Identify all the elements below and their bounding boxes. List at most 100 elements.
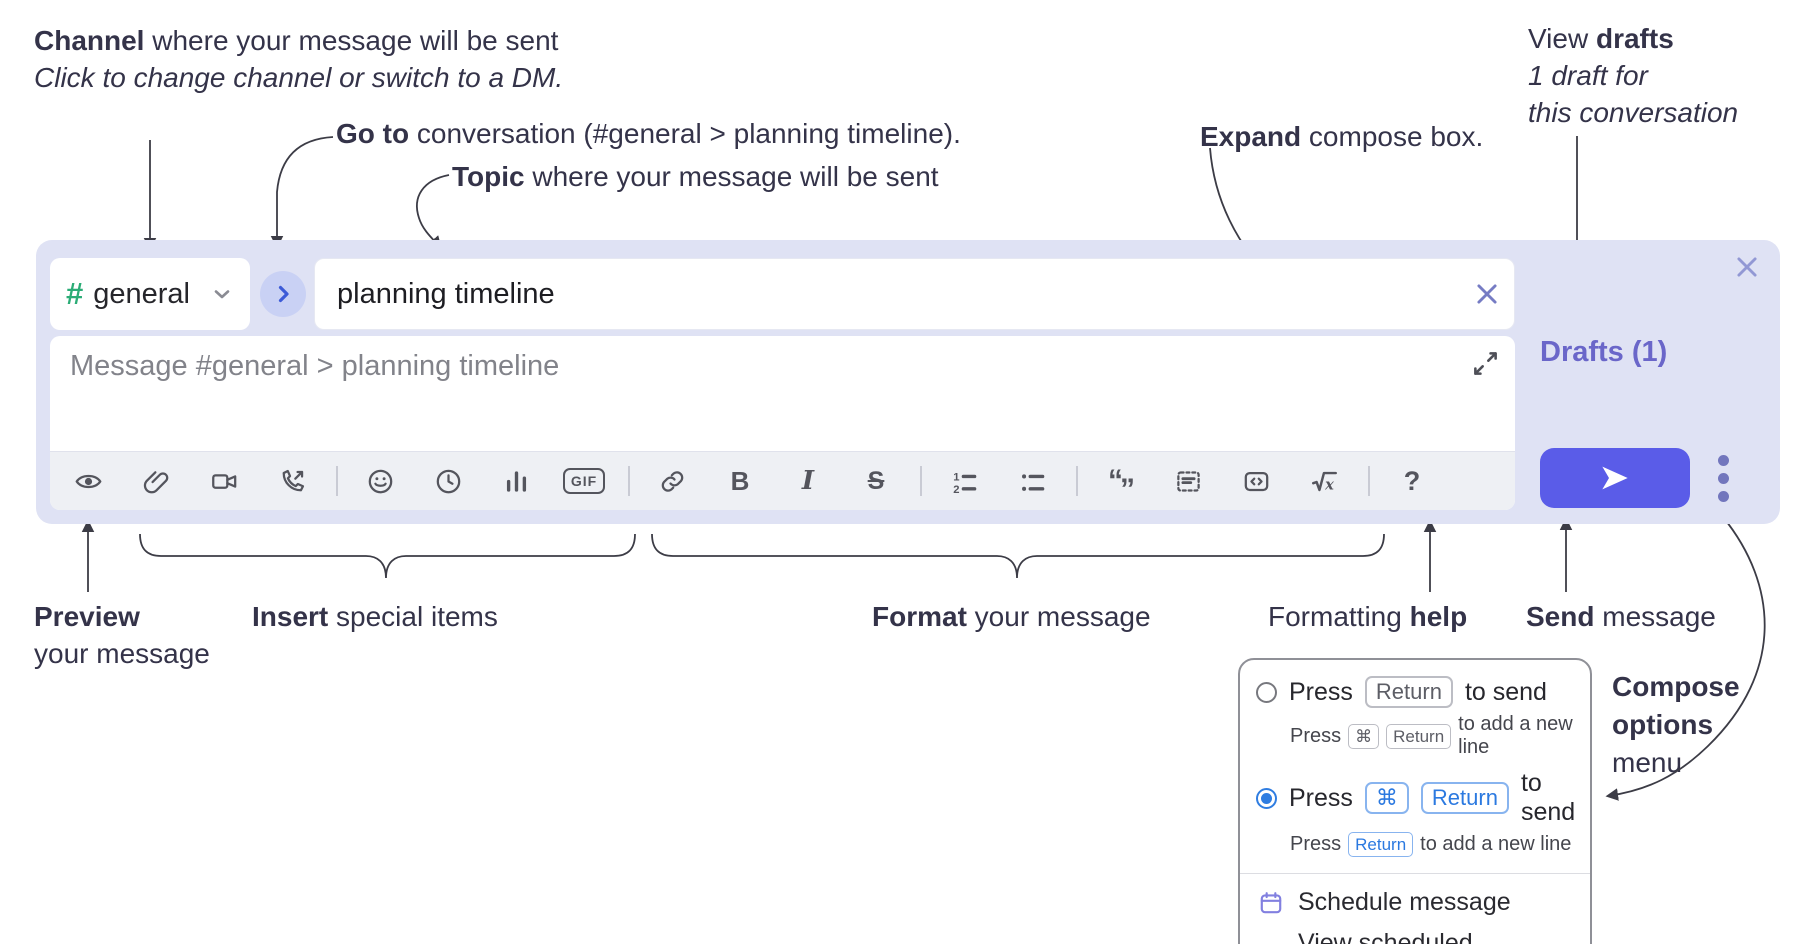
clear-topic-button[interactable] (1468, 275, 1506, 313)
annotation-send: Send message (1526, 601, 1716, 632)
annotation-channel-bold: Channel (34, 25, 145, 56)
cmd-keycap: ⌘ (1348, 723, 1380, 749)
annotation-preview: Preview your message (34, 601, 210, 669)
bar-chart-icon (506, 470, 526, 492)
svg-text:2: 2 (953, 483, 959, 494)
link-icon (661, 470, 683, 492)
menu-item-view-scheduled[interactable]: View scheduled messages (1298, 929, 1473, 944)
annotation-format: Format your message (872, 601, 1151, 632)
attach-file-button[interactable] (128, 459, 184, 503)
quote-open-icon: “ (1108, 464, 1123, 497)
toolbar-divider (1076, 466, 1078, 496)
bold-button[interactable]: B (712, 459, 768, 503)
annotation-channel-sub: Click to change channel or switch to a D… (34, 62, 564, 93)
code-block-icon (1176, 470, 1200, 492)
message-placeholder: Message #general > planning timeline (70, 350, 560, 382)
bullet-list-button[interactable] (1004, 459, 1060, 503)
compose-left-column: # general Message #general > (50, 258, 1515, 510)
kebab-dot (1718, 490, 1729, 502)
inline-code-button[interactable] (1228, 459, 1284, 503)
annotation-goto: Go to conversation (#general > planning … (336, 118, 961, 149)
annotation-formatting-help: Formatting help (1268, 601, 1468, 632)
quote-close-icon: ” (1120, 473, 1135, 506)
send-option-cmd-return[interactable]: Press ⌘ Return to send (1240, 767, 1590, 829)
compose-options-menu: Press Return to send Press ⌘ Return to a… (1238, 658, 1592, 944)
phone-outgoing-icon (282, 469, 304, 491)
svg-text:x: x (1324, 476, 1334, 493)
compose-right-column: Drafts (1) (1515, 240, 1780, 524)
annotation-channel: Channel where your message will be sent … (34, 22, 563, 96)
brace-insert (139, 533, 636, 579)
kebab-dot (1718, 472, 1729, 484)
clock-icon (436, 469, 460, 493)
annotation-view-drafts: View drafts 1 draft for this conversatio… (1528, 23, 1739, 128)
blockquote-button[interactable]: “” (1092, 459, 1148, 506)
italic-icon: I (801, 466, 815, 496)
close-icon (1737, 257, 1757, 277)
toolbar-divider (336, 466, 338, 496)
strikethrough-button[interactable]: S (848, 459, 904, 503)
expand-compose-button[interactable] (1468, 346, 1503, 381)
code-block-button[interactable] (1160, 459, 1216, 503)
channel-hash-icon: # (66, 276, 84, 311)
expand-icon (1474, 352, 1497, 375)
eye-icon (75, 474, 101, 488)
topic-input[interactable] (335, 276, 1468, 312)
code-icon (1244, 471, 1268, 491)
toolbar-divider (1368, 466, 1370, 496)
send-button[interactable] (1540, 448, 1690, 508)
message-editor[interactable]: Message #general > planning timeline (50, 336, 1515, 510)
send-option-cmd-return-sub: Press Return to add a new line (1290, 832, 1572, 857)
bullet-list-icon (1021, 473, 1044, 491)
return-keycap: Return (1386, 723, 1452, 749)
annotation-topic: Topic where your message will be sent (452, 161, 939, 192)
strikethrough-icon: S (867, 466, 885, 495)
menu-item-schedule-message[interactable]: Schedule message (1240, 882, 1590, 923)
paperclip-icon (143, 470, 168, 493)
close-icon (1477, 284, 1497, 304)
kebab-dot (1718, 454, 1729, 466)
question-mark-icon: ? (1403, 465, 1421, 496)
formatting-toolbar: GIF B I S 1 (50, 451, 1515, 510)
gif-icon: GIF (562, 468, 606, 494)
annotation-compose-options: Compose options menu (1612, 671, 1740, 778)
channel-name: general (93, 277, 190, 310)
send-option-return[interactable]: Press Return to send (1240, 674, 1590, 710)
formatting-help-button[interactable]: ? (1384, 459, 1440, 503)
formula-button[interactable]: x (1296, 459, 1352, 503)
gif-button[interactable]: GIF (556, 459, 612, 503)
italic-button[interactable]: I (780, 459, 836, 503)
radio-unselected-icon[interactable] (1256, 681, 1277, 703)
menu-divider (1240, 873, 1590, 874)
channel-selector[interactable]: # general (50, 258, 250, 330)
compose-box: # general Message #general > (36, 240, 1780, 524)
send-plane-icon (1602, 466, 1628, 490)
link-button[interactable] (644, 459, 700, 503)
send-option-return-sub: Press ⌘ Return to add a new line (1290, 713, 1573, 758)
brace-format (651, 533, 1385, 579)
record-video-button[interactable] (196, 459, 252, 503)
poll-button[interactable] (488, 459, 544, 503)
compose-options-button[interactable] (1714, 451, 1733, 506)
chevron-right-icon (278, 285, 289, 303)
calendar-icon (1260, 891, 1282, 913)
ordered-list-button[interactable]: 1 2 (936, 459, 992, 503)
return-keycap: Return (1364, 676, 1453, 708)
video-camera-icon (211, 473, 236, 489)
annotation-expand: Expand compose box. (1200, 121, 1484, 152)
emoji-button[interactable] (352, 459, 408, 503)
audio-call-button[interactable] (264, 459, 320, 503)
connector-topic (416, 174, 450, 249)
svg-text:1: 1 (953, 471, 959, 483)
radio-selected-icon[interactable] (1256, 787, 1277, 809)
smiley-icon (368, 469, 392, 493)
recent-items-button[interactable] (420, 459, 476, 503)
close-compose-button[interactable] (1728, 248, 1766, 286)
goto-conversation-button[interactable] (260, 271, 306, 317)
toolbar-divider (628, 466, 630, 496)
formula-sqrt-icon: x (1311, 471, 1337, 493)
preview-button[interactable] (60, 459, 116, 503)
drafts-link[interactable]: Drafts (1) (1540, 336, 1668, 368)
cmd-keycap: ⌘ (1364, 782, 1409, 814)
